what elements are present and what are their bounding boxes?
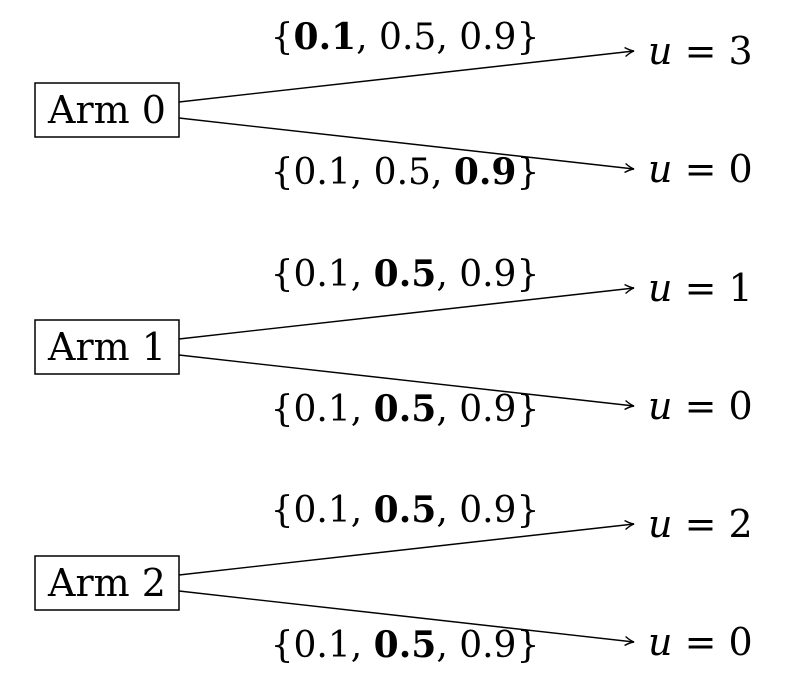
arm-group-0: Arm 0 {0.1, 0.5, 0.9} u = 3 {0.1, 0.5, 0.9}… [34,16,753,193]
arm-box [34,82,180,138]
arm-label: Arm 0 [47,88,166,132]
set-value: 0.5 [374,253,437,295]
utility-label: u = 1 [648,266,753,310]
outcome-arrow [178,519,635,576]
outcome-arrow [178,117,635,174]
set-value: 0.5 [374,489,437,531]
outcome-set: {0.1, 0.5, 0.9} [271,624,540,666]
set-value: 0.9 [459,625,516,666]
set-value: 0.1 [294,625,351,666]
set-value: 0.1 [294,490,351,531]
set-value: 0.9 [459,17,516,58]
set-value: 0.5 [379,17,436,58]
set-value: 0.5 [374,152,431,193]
arm-group-2: Arm 2 {0.1, 0.5, 0.9} u = 2 {0.1, 0.5, 0.9}… [34,489,753,666]
utility-label: u = 0 [648,384,753,428]
utility-label: u = 2 [648,502,753,546]
set-value: 0.1 [294,16,357,58]
set-value: 0.9 [459,254,516,295]
set-value: 0.1 [294,152,351,193]
set-value: 0.9 [459,389,516,430]
utility-value: 0 [728,147,752,191]
outcome-arrow [178,354,635,411]
set-value: 0.5 [374,388,437,430]
utility-value: 0 [728,384,752,428]
utility-label: u = 0 [648,147,753,191]
set-value: 0.5 [374,624,437,666]
arm-group-1: Arm 1 {0.1, 0.5, 0.9} u = 1 {0.1, 0.5, 0.9}… [34,253,753,430]
outcome-arrow [178,46,635,103]
set-value: 0.9 [459,490,516,531]
utility-value: 0 [728,620,752,664]
outcome-set: {0.1, 0.5, 0.9} [271,151,540,193]
arm-box [34,555,180,611]
utility-value: 3 [728,29,752,73]
arm-label: Arm 1 [47,325,166,369]
utility-label: u = 3 [648,29,753,73]
outcome-set: {0.1, 0.5, 0.9} [271,489,540,531]
outcome-arrow [178,283,635,340]
utility-value: 1 [728,266,752,310]
utility-label: u = 0 [648,620,753,664]
set-value: 0.9 [454,151,517,193]
utility-value: 2 [728,502,752,546]
outcome-set: {0.1, 0.5, 0.9} [271,253,540,295]
arm-label: Arm 2 [47,561,166,605]
set-value: 0.1 [294,389,351,430]
outcome-set: {0.1, 0.5, 0.9} [271,388,540,430]
set-value: 0.1 [294,254,351,295]
outcome-set: {0.1, 0.5, 0.9} [271,16,540,58]
arm-box [34,319,180,375]
outcome-arrow [178,590,635,647]
